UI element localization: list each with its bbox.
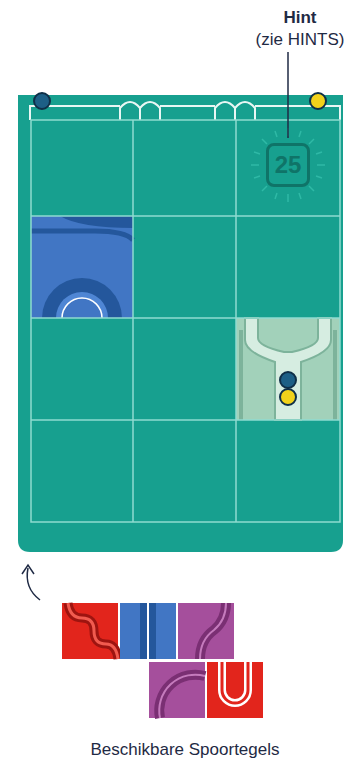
callout-label: Hint (283, 8, 316, 28)
hint-number: 25 (275, 152, 302, 178)
hint-number-box: 25 (266, 143, 310, 187)
red-u-tile (207, 662, 263, 718)
purple-curve-tile (149, 662, 205, 718)
leader-line (287, 52, 289, 138)
blue-tile (31, 216, 133, 318)
tiles-caption: Beschikbare Spoortegels (90, 740, 279, 760)
arrow-head (22, 565, 34, 574)
game-board (18, 95, 343, 552)
yellow-ball (310, 93, 326, 109)
blue-ball (34, 93, 50, 109)
y-splitter-tile (236, 318, 340, 420)
start-rail (30, 102, 340, 120)
callout-label: (zie HINTS) (256, 30, 345, 50)
blue-straight-tile (120, 603, 176, 659)
red-wave-tile (62, 603, 118, 659)
hint-rays (251, 128, 325, 202)
board-grid (31, 120, 340, 522)
purple-s-tile (178, 603, 234, 659)
